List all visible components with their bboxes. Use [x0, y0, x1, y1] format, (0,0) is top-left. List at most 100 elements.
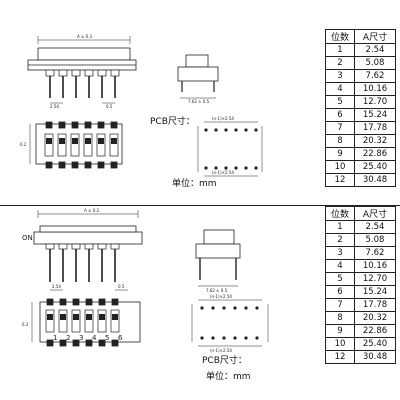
- cell-dimension: 22.86: [354, 147, 396, 161]
- cell-positions: 7: [325, 298, 355, 312]
- switch-number: 2: [66, 334, 70, 342]
- cell-positions: 2: [325, 233, 355, 247]
- top-pcb-dim-top: (n-1)×2.54: [212, 116, 234, 121]
- cell-positions: 6: [325, 285, 355, 299]
- cell-positions: 9: [325, 324, 355, 338]
- header-positions: 位数: [325, 29, 355, 44]
- switch-number: 5: [105, 334, 109, 342]
- bottom-dim-height-label: 6.2: [22, 322, 29, 327]
- cell-positions: 4: [325, 82, 355, 96]
- cell-dimension: 10.16: [354, 259, 396, 273]
- cell-dimension: 17.78: [354, 298, 396, 312]
- table-header-row: 位数 A尺寸: [325, 29, 396, 44]
- top-pcb-footprint: [197, 121, 263, 177]
- top-dim-lead-label: 0.5: [106, 104, 113, 109]
- bottom-dim-side-label: 7.62 ± 0.5: [206, 288, 228, 293]
- switch-number: 6: [118, 334, 123, 342]
- bottom-technical-drawing: A ± 0.2 2.54 0.5 ON 7.62 ± 0.5: [22, 208, 269, 353]
- cell-dimension: 30.48: [354, 173, 396, 187]
- cell-positions: 9: [325, 147, 355, 161]
- cell-dimension: 20.32: [354, 134, 396, 148]
- cell-positions: 12: [325, 350, 355, 364]
- top-drawing-panel: A ± 0.3 2.54 0.5 7.62 ± 0.5: [20, 29, 396, 189]
- top-dim-side-label: 7.62 ± 0.5: [188, 99, 210, 104]
- header-positions: 位数: [325, 206, 355, 221]
- cell-dimension: 17.78: [354, 121, 396, 135]
- cell-dimension: 7.62: [354, 246, 396, 260]
- cell-dimension: 2.54: [354, 220, 396, 234]
- top-dim-height-label: 6.2: [20, 142, 27, 147]
- cell-positions: 5: [325, 95, 355, 109]
- header-dimension-a: A尺寸: [354, 29, 396, 44]
- bottom-dim-pitch-label: 2.54: [52, 284, 61, 289]
- cell-positions: 2: [325, 56, 355, 70]
- switch-number: 4: [92, 334, 97, 342]
- cell-dimension: 5.08: [354, 56, 396, 70]
- bottom-dim-lead-label: 0.5: [118, 284, 125, 289]
- bottom-pcb-size-label: PCB尺寸：: [202, 356, 247, 366]
- cell-positions: 10: [325, 160, 355, 174]
- cell-dimension: 2.54: [354, 43, 396, 57]
- top-unit-label: 单位：mm: [172, 179, 217, 189]
- bottom-drawing-panel: A ± 0.2 2.54 0.5 ON 7.62 ± 0.5: [0, 206, 400, 400]
- bottom-dim-a-label: A ± 0.2: [84, 208, 99, 213]
- switch-number: 1: [53, 334, 57, 342]
- panel-divider: [0, 205, 400, 206]
- top-front-view: [27, 36, 137, 104]
- cell-dimension: 20.32: [354, 311, 396, 325]
- cell-dimension: 25.40: [354, 160, 396, 174]
- cell-positions: 8: [325, 134, 355, 148]
- header-dimension-a: A尺寸: [354, 206, 396, 221]
- top-dim-pitch-label: 2.54: [50, 104, 59, 109]
- bottom-side-view: [195, 229, 241, 287]
- cell-positions: 10: [325, 337, 355, 351]
- top-technical-drawing: A ± 0.3 2.54 0.5 7.62 ± 0.5: [20, 34, 263, 177]
- top-pcb-size-label: PCB尺寸：: [150, 117, 195, 127]
- cell-positions: 3: [325, 69, 355, 83]
- cell-dimension: 7.62: [354, 69, 396, 83]
- bottom-on-label: ON: [22, 234, 33, 242]
- bottom-pcb-dim-bottom: (n-1)×2.54: [210, 348, 232, 353]
- cell-positions: 5: [325, 272, 355, 286]
- bottom-unit-label: 单位：mm: [206, 372, 251, 382]
- bottom-pcb-dim-top: (n-1)×2.54: [210, 294, 232, 299]
- cell-dimension: 12.70: [354, 95, 396, 109]
- cell-positions: 4: [325, 259, 355, 273]
- cell-dimension: 15.24: [354, 108, 396, 122]
- bottom-top-view: [31, 298, 141, 347]
- cell-dimension: 10.16: [354, 82, 396, 96]
- cell-dimension: 15.24: [354, 285, 396, 299]
- top-pcb-dim-bottom: (n-1)×2.54: [212, 170, 234, 175]
- cell-dimension: 5.08: [354, 233, 396, 247]
- top-side-view: [177, 54, 219, 99]
- bottom-pcb-footprint: [191, 299, 269, 347]
- cell-positions: 3: [325, 246, 355, 260]
- cell-positions: 7: [325, 121, 355, 135]
- bottom-switch-numbers: 2 3 4 5 6 1: [53, 334, 123, 342]
- cell-positions: 1: [325, 220, 355, 234]
- cell-dimension: 12.70: [354, 272, 396, 286]
- cell-positions: 1: [325, 43, 355, 57]
- cell-dimension: 30.48: [354, 350, 396, 364]
- top-top-view: [29, 121, 123, 169]
